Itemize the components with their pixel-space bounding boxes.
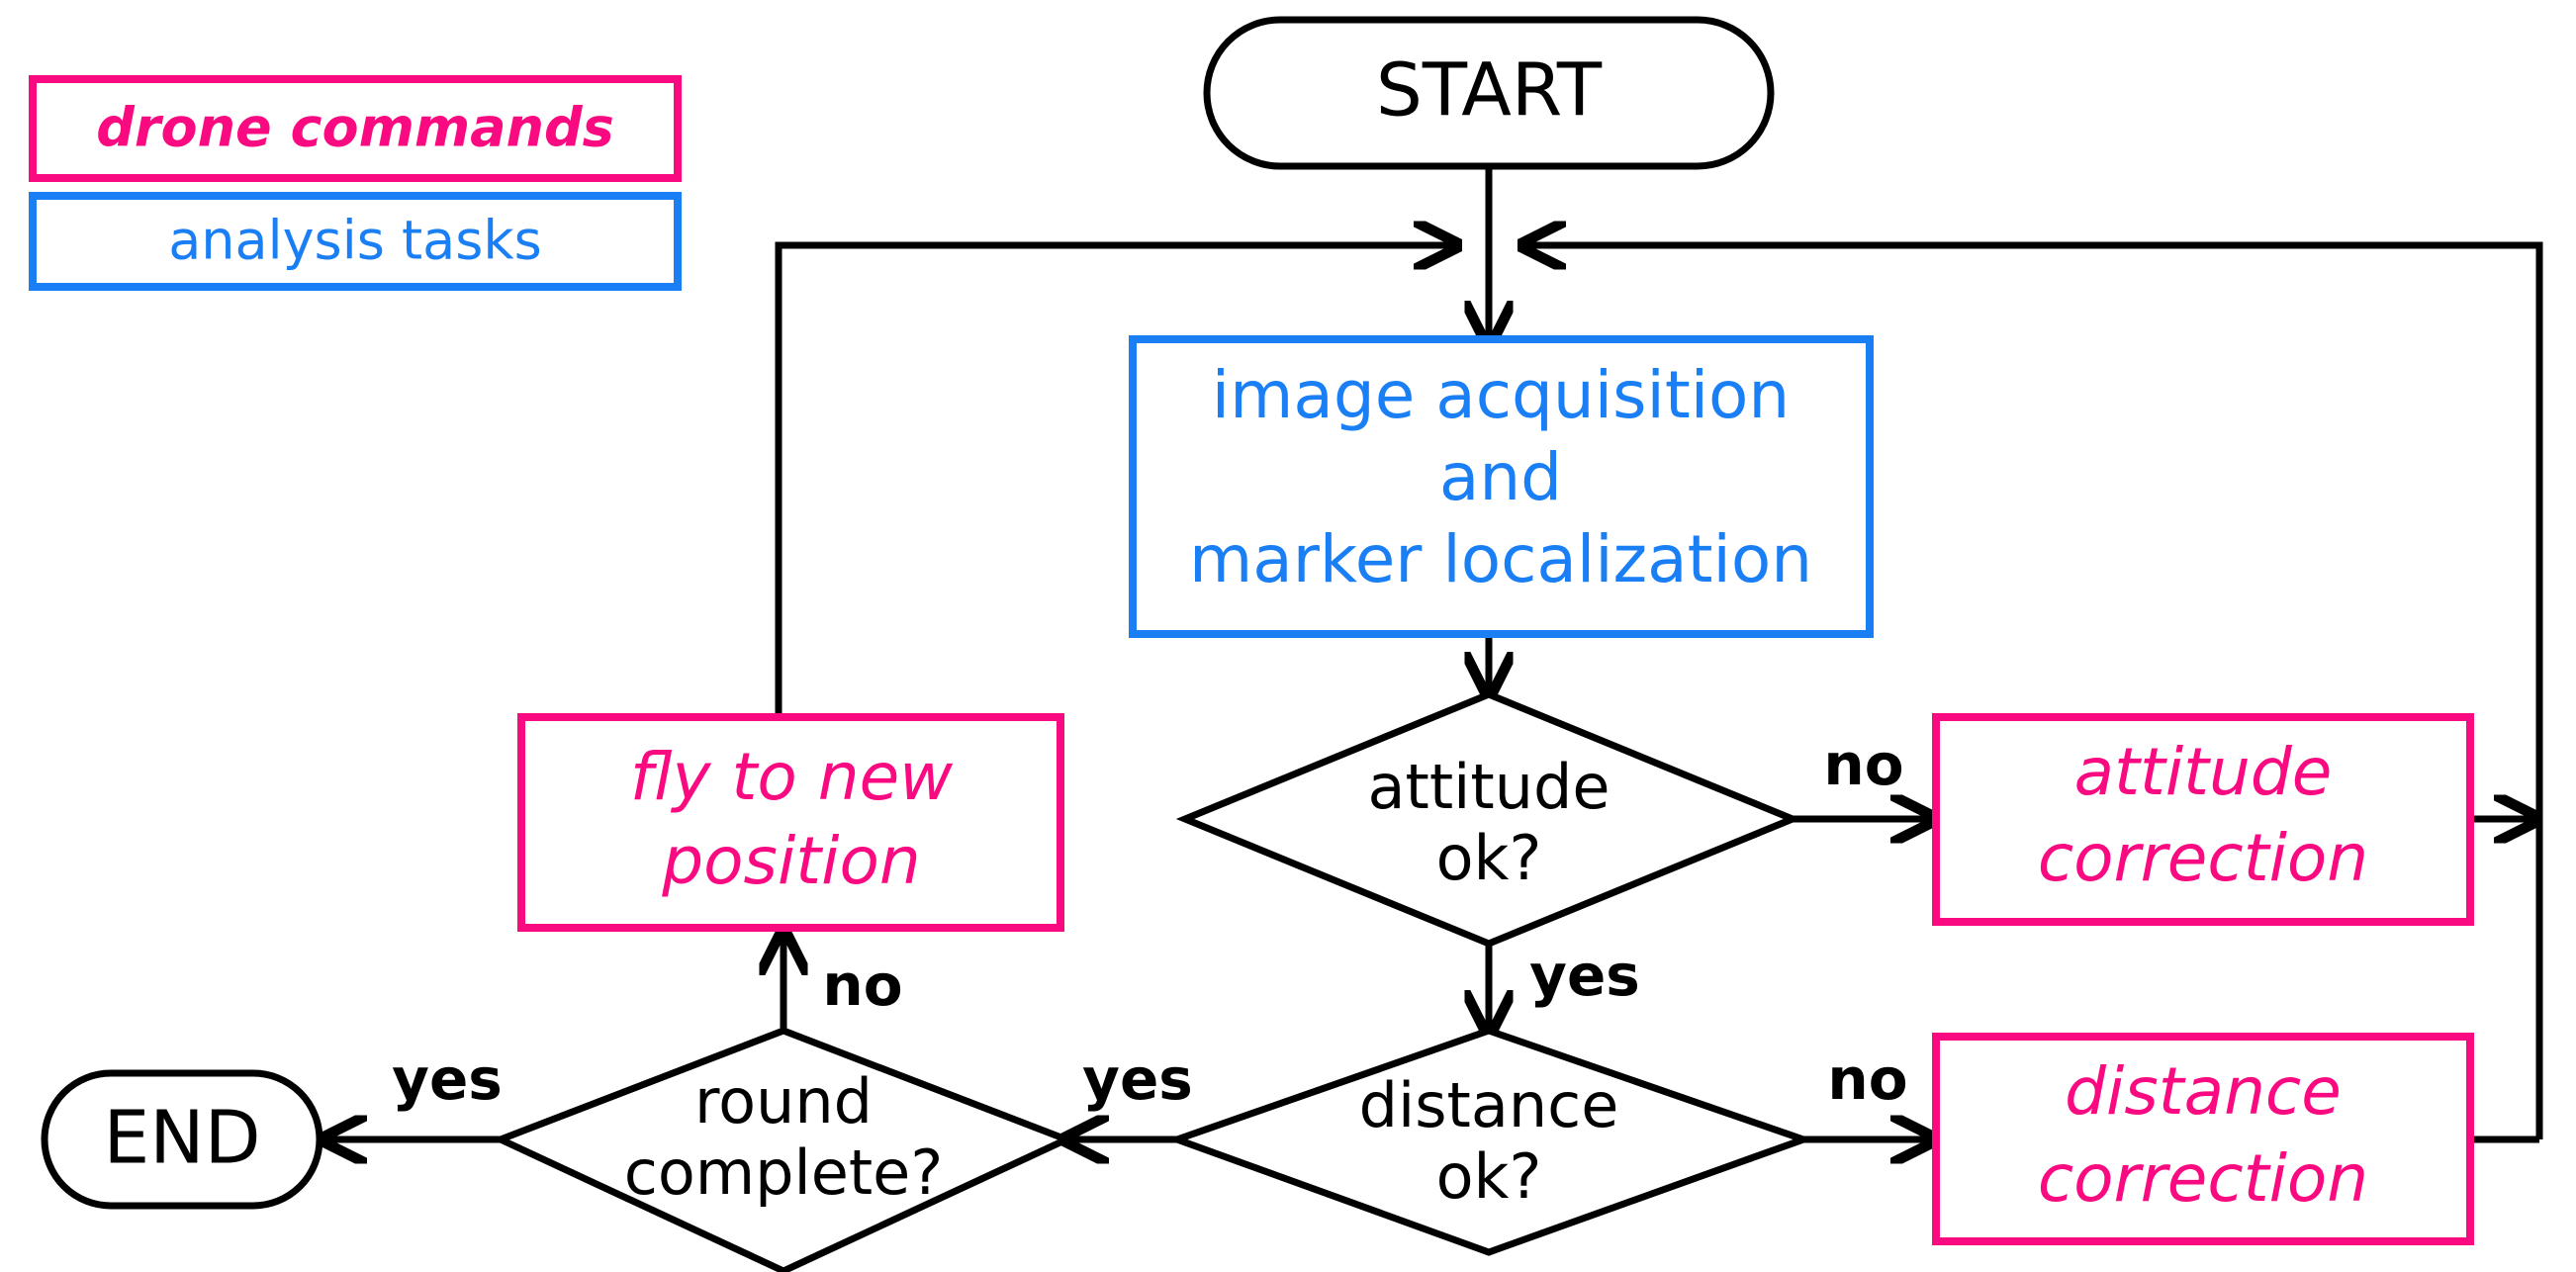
node-end-label: END xyxy=(103,1096,260,1181)
node-image-acquisition-line2: and xyxy=(1439,439,1562,515)
node-end[interactable]: END xyxy=(41,1069,323,1210)
node-attitude-check[interactable]: attitude ok? xyxy=(1175,690,1802,948)
legend-item-drone-commands-label: drone commands xyxy=(96,97,614,159)
edge-label-attitude-no: no xyxy=(1823,731,1903,798)
node-image-acquisition-line3: marker localization xyxy=(1189,521,1812,597)
node-distance-check-line2: ok? xyxy=(1436,1140,1542,1213)
node-fly-to-new-position-line2: position xyxy=(661,823,920,899)
legend-item-drone-commands: drone commands xyxy=(29,75,682,182)
node-attitude-correction[interactable]: attitude correction xyxy=(1932,713,2474,926)
node-start-label: START xyxy=(1376,48,1603,134)
node-distance-check-line1: distance xyxy=(1359,1069,1619,1141)
node-attitude-correction-line2: correction xyxy=(2038,820,2368,896)
node-attitude-correction-line1: attitude xyxy=(2074,734,2333,810)
node-attitude-check-line2: ok? xyxy=(1436,822,1542,894)
node-image-acquisition[interactable]: image acquisition and marker localizatio… xyxy=(1129,335,1874,638)
node-round-check-line2: complete? xyxy=(624,1136,944,1209)
node-distance-check[interactable]: distance ok? xyxy=(1166,1027,1814,1256)
edge-label-attitude-yes: yes xyxy=(1529,942,1640,1009)
legend-item-analysis-tasks: analysis tasks xyxy=(29,192,682,291)
node-fly-to-new-position[interactable]: fly to new position xyxy=(517,713,1064,932)
edge-label-distance-no: no xyxy=(1827,1045,1907,1113)
legend: drone commands analysis tasks xyxy=(29,75,682,291)
node-attitude-check-line1: attitude xyxy=(1368,751,1610,823)
edge-label-distance-yes: yes xyxy=(1082,1045,1193,1113)
legend-item-analysis-tasks-label: analysis tasks xyxy=(168,210,542,272)
node-image-acquisition-line1: image acquisition xyxy=(1212,357,1791,433)
edge-label-round-yes: yes xyxy=(392,1045,503,1113)
node-distance-correction[interactable]: distance correction xyxy=(1932,1033,2474,1245)
node-round-check-line1: round xyxy=(694,1065,873,1137)
node-start[interactable]: START xyxy=(1203,16,1775,170)
node-distance-correction-line1: distance xyxy=(2065,1053,2342,1130)
node-distance-correction-line2: correction xyxy=(2038,1140,2368,1217)
edge-left-return-bus xyxy=(775,245,1454,714)
node-fly-to-new-position-line1: fly to new xyxy=(630,739,954,815)
edge-label-round-no: no xyxy=(822,952,902,1019)
node-round-check[interactable]: round complete? xyxy=(492,1027,1075,1272)
